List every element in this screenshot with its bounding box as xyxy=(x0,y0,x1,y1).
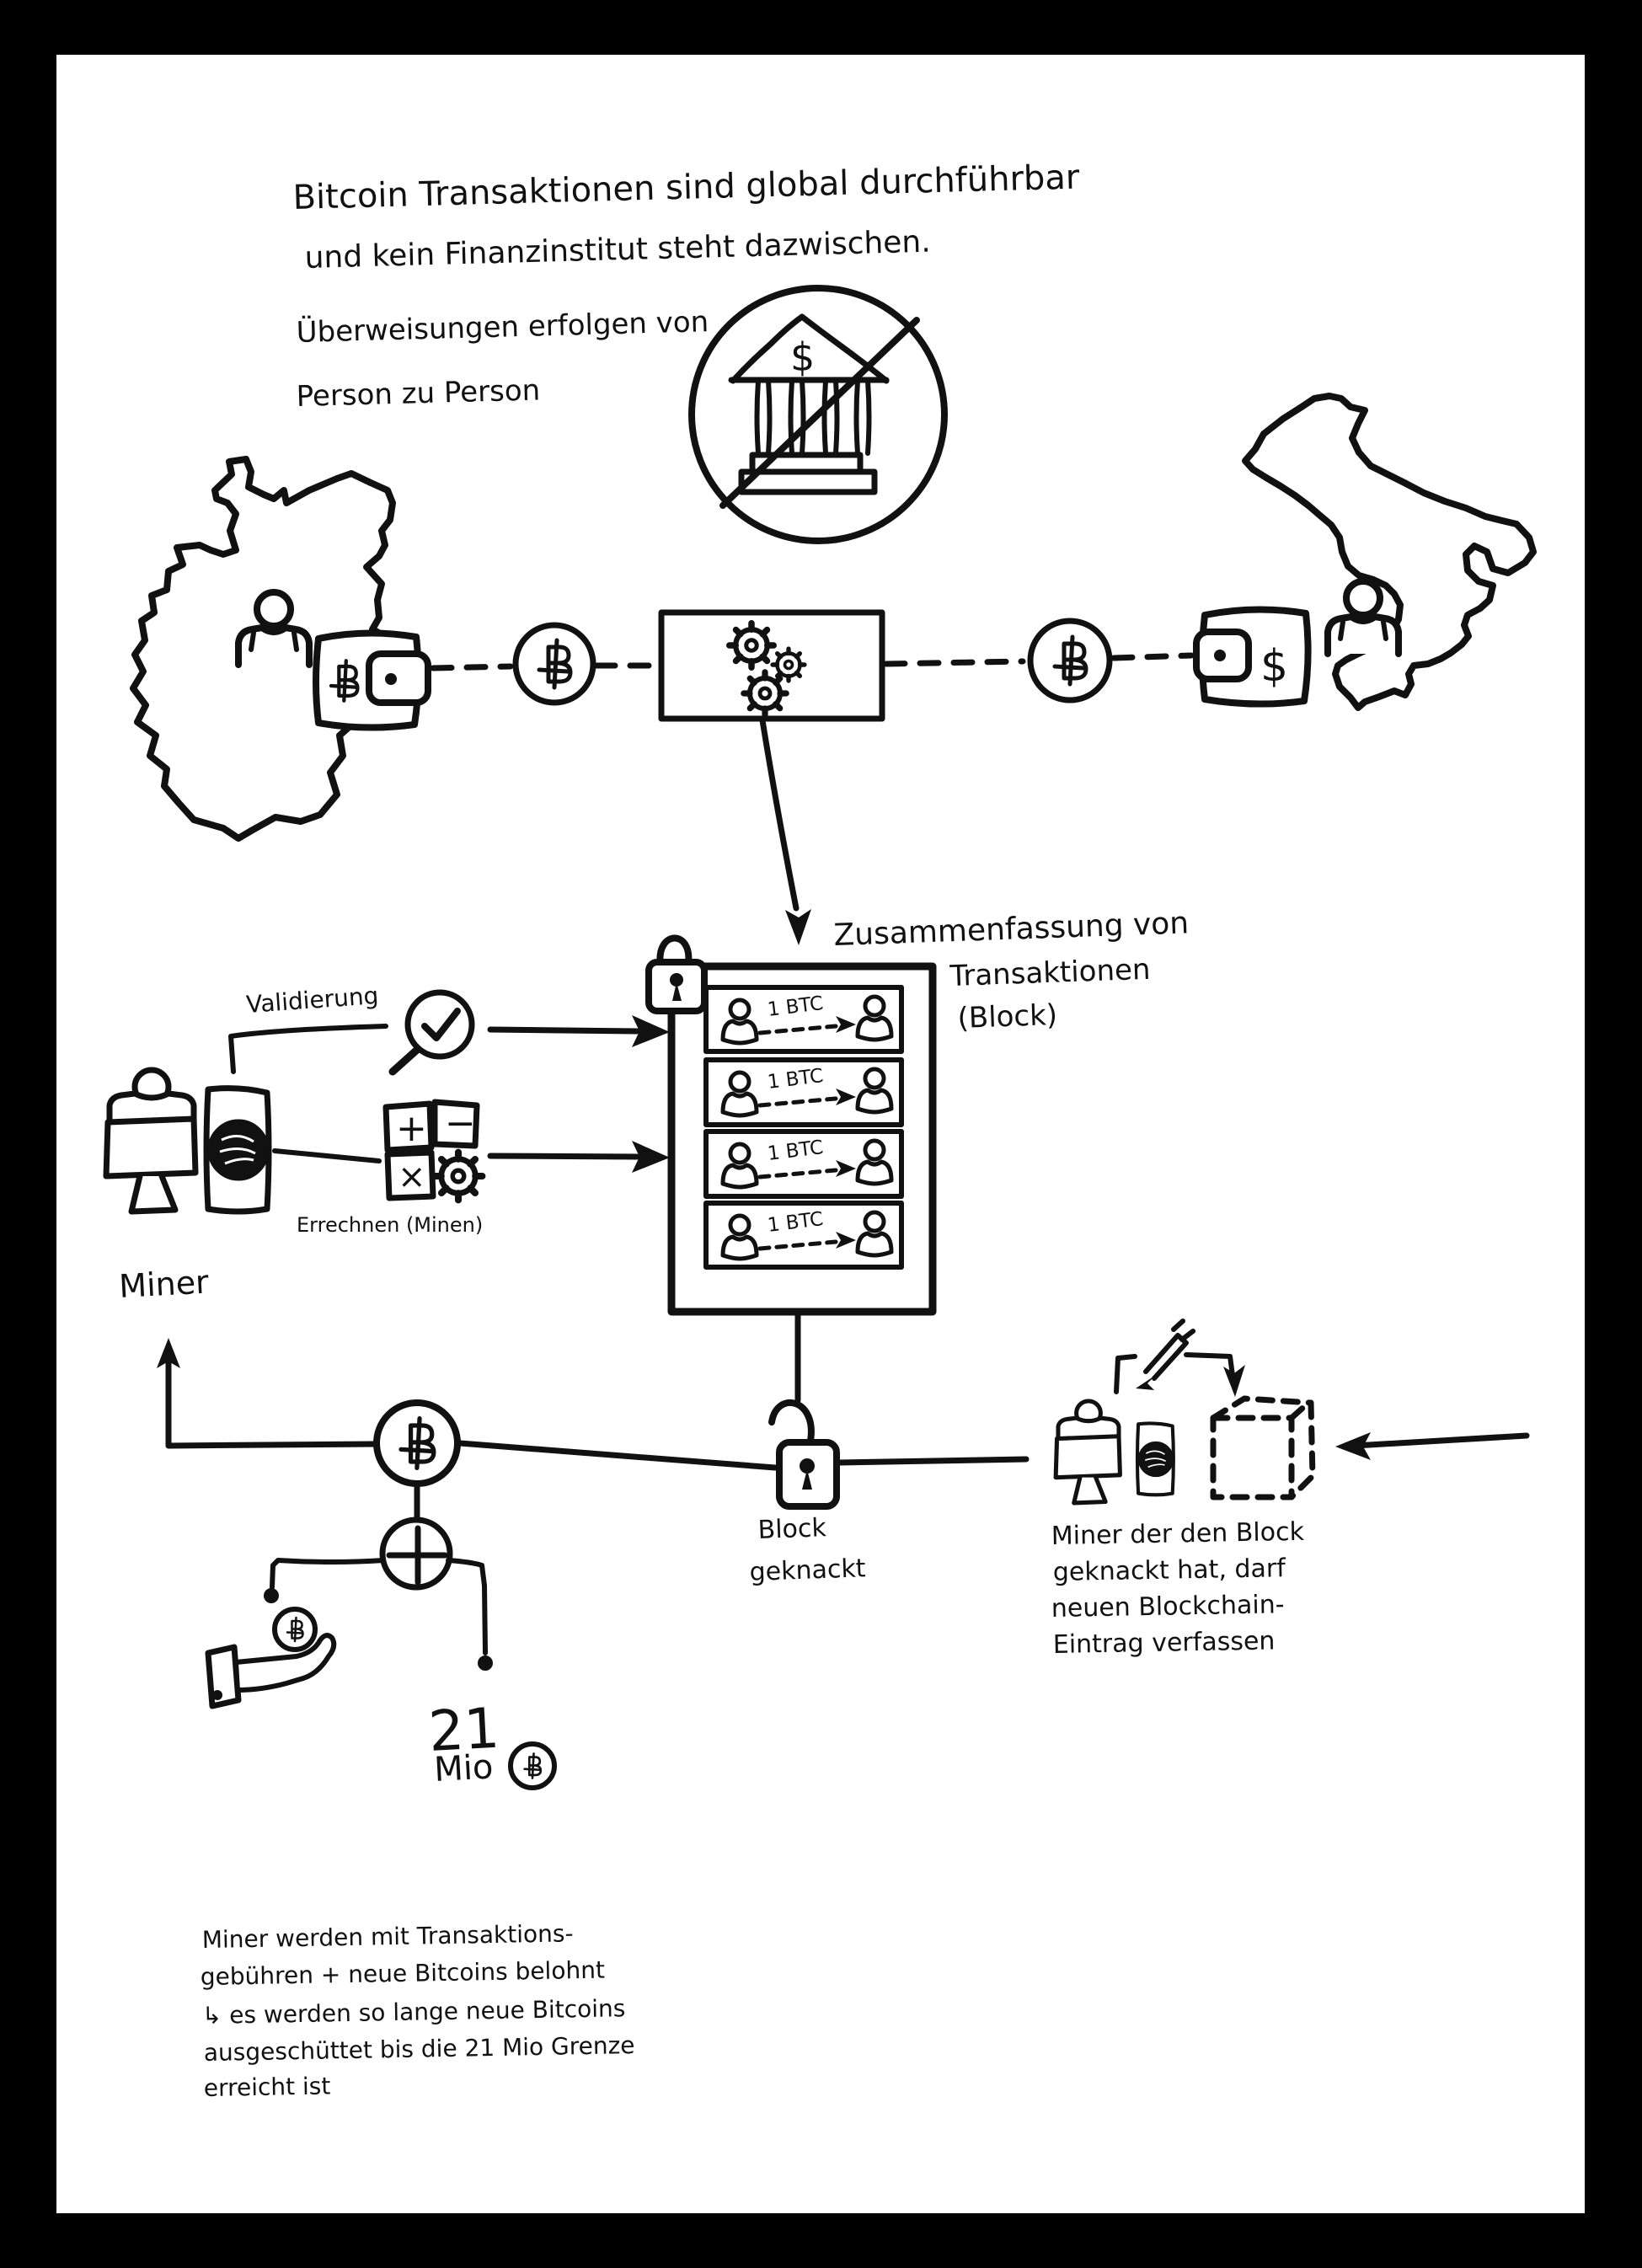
wallet-dollar-sign: $ xyxy=(1260,641,1288,692)
bracket-line xyxy=(1114,1354,1137,1394)
winner-note-line2: geknackt hat, darf xyxy=(1053,1554,1287,1587)
wallet-btc-icon xyxy=(313,629,431,731)
bank-dollar-sign: $ xyxy=(790,334,815,380)
winner-note-line4: Eintrag verfassen xyxy=(1053,1626,1276,1660)
new-block-cube-icon xyxy=(1210,1395,1316,1500)
no-bank-icon: $ xyxy=(688,285,948,544)
cracked-label-line2: geknackt xyxy=(749,1554,866,1587)
miner-label: Miner xyxy=(118,1263,210,1305)
magnifier-check-icon xyxy=(388,989,475,1076)
slash-line xyxy=(719,317,920,509)
mining-flow: + − × xyxy=(272,1099,670,1200)
wallet-dollar-icon: $ xyxy=(1193,606,1312,708)
calculator-icon: + − × xyxy=(382,1099,482,1200)
hash-device-icon xyxy=(206,1089,269,1212)
pen-icon xyxy=(1136,1319,1195,1390)
incoming-chain-line xyxy=(1351,1432,1530,1449)
germany-map xyxy=(130,456,396,842)
winner-hash-device-icon xyxy=(1137,1423,1174,1495)
cracked-label-line1: Block xyxy=(757,1513,827,1545)
limit-unit: Mio xyxy=(433,1747,494,1789)
lock-to-winner-line xyxy=(836,1456,1030,1466)
block-label-line2: Transaktionen xyxy=(949,953,1151,993)
plus-sign: + xyxy=(396,1107,427,1150)
limit-number: 21 xyxy=(427,1696,501,1764)
times-sign: × xyxy=(398,1158,426,1196)
mining-label: Errechnen (Minen) xyxy=(297,1213,483,1237)
heading-line4: Person zu Person xyxy=(296,373,540,414)
gears-box-icon xyxy=(658,609,885,722)
italy-map xyxy=(1242,393,1537,711)
reward-split xyxy=(264,1481,493,1671)
winner-note-line3: neuen Blockchain- xyxy=(1051,1590,1285,1623)
footer-line1: Miner werden mit Transaktions- xyxy=(202,1919,574,1954)
hand-coin-icon xyxy=(205,1607,337,1709)
footer-line5: erreicht ist xyxy=(204,2072,331,2102)
block-label-line3: (Block) xyxy=(957,998,1058,1035)
minus-sign: − xyxy=(445,1102,476,1145)
transaction-block: 1 BTC 1 BTC 1 BTC 1 BTC xyxy=(645,934,937,1316)
winner-note-line1: Miner der den Block xyxy=(1051,1517,1305,1551)
winning-miner: Miner der den Block geknackt hat, darf n… xyxy=(1051,1319,1530,1660)
closed-lock-icon xyxy=(645,934,708,1014)
supply-limit: 21 Mio xyxy=(427,1696,557,1790)
open-lock-icon xyxy=(768,1399,840,1510)
to-block-arrow xyxy=(759,717,811,945)
validation-flow xyxy=(228,989,670,1076)
transfer-flow xyxy=(430,609,1195,722)
